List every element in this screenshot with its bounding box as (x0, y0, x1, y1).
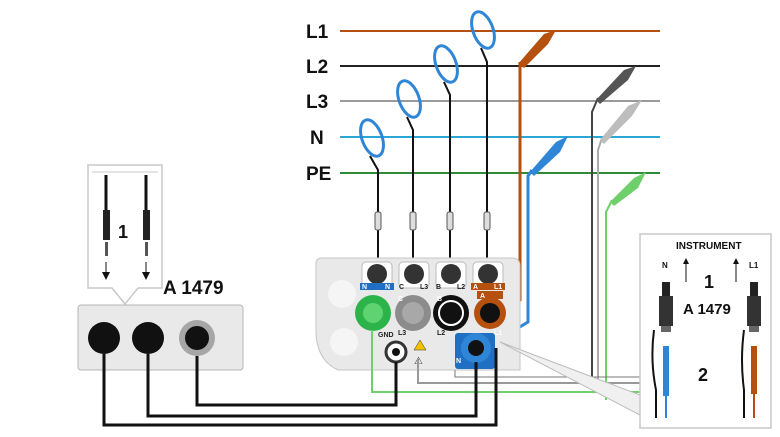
sleeve-n (374, 211, 382, 231)
clamp-cable-n (369, 155, 379, 268)
clamp-connector-sleeves (374, 211, 491, 231)
clip-n (530, 136, 568, 176)
bus-label-l3: L3 (306, 92, 328, 113)
voltage-terminal-c-inner (402, 302, 424, 324)
lead-l3-gray (597, 137, 603, 392)
current-input-l2[interactable]: B L2 (435, 261, 467, 291)
voltage-terminal-label-l2b: L2 (437, 330, 445, 337)
lead-l2-dark (591, 97, 599, 385)
cable-adapter-3 (195, 356, 398, 407)
detail-up-arrow-left-head (683, 258, 689, 264)
sleeve-l2 (446, 211, 454, 231)
return-line-gray (417, 360, 640, 384)
voltage-terminal-a-tag (477, 291, 503, 299)
bus-bars: L1 L2 L3 N PE (306, 22, 660, 185)
cable-adapter-1 (102, 348, 498, 427)
adapter-cables (102, 348, 498, 427)
clip-l3 (600, 100, 642, 144)
return-line-dark (454, 370, 640, 378)
current-clamps (359, 10, 496, 158)
lead-pe-green (605, 199, 613, 400)
panel-deco-circle-1 (328, 280, 356, 308)
sleeve-l3 (409, 211, 417, 231)
adapter-socket-2[interactable] (132, 322, 164, 354)
detail-left-label: N (662, 261, 668, 270)
voltage-terminal-label-n: N (456, 358, 461, 365)
clamp-cable-l2 (443, 81, 451, 268)
current-input-label-n: N (362, 284, 367, 291)
return-line-green (371, 330, 640, 393)
voltage-terminal-a-inner (480, 303, 500, 323)
detail-number-2: 2 (698, 365, 708, 385)
adapter-socket-3[interactable] (185, 326, 209, 350)
current-input-label-a: A (473, 284, 478, 291)
crocodile-clips (518, 30, 646, 206)
voltage-terminal-label-l1b: L1 (494, 330, 502, 337)
clamp-cable-l3 (406, 116, 414, 268)
voltage-terminal-label-b: B (437, 296, 442, 303)
detail-up-arrow-right-head (733, 258, 739, 264)
detail-probe-left (651, 282, 673, 418)
detail-probe-right (741, 282, 761, 418)
sleeve-l1 (483, 211, 491, 231)
bus-label-l2: L2 (306, 57, 328, 78)
detail-right-label: L1 (749, 261, 759, 270)
gnd-label: GND (378, 332, 394, 339)
voltage-terminal-gnd-inner (363, 303, 383, 323)
voltage-terminal-label-l3b: L3 (398, 330, 406, 337)
probe-left (102, 175, 110, 280)
current-input-l3[interactable]: C L3 (398, 261, 430, 291)
adapter-a1479: 1 A 1479 (77, 164, 244, 371)
adapter-name-label: A 1479 (163, 278, 224, 299)
current-input-label-l3: L3 (420, 284, 428, 291)
adapter-callout-number: 1 (118, 222, 128, 242)
panel-deco-circle-2 (330, 328, 358, 356)
bus-label-l1: L1 (306, 22, 329, 43)
instrument-panel: N N C L3 B L2 A L1 (315, 257, 521, 371)
clamp-coil-l3 (396, 79, 422, 119)
current-input-label-n2: N (385, 284, 390, 291)
detail-box-title: INSTRUMENT (676, 241, 742, 252)
current-input-label-b: B (436, 284, 441, 291)
clamp-coil-l1 (470, 10, 496, 50)
adapter-socket-1[interactable] (88, 322, 120, 354)
current-input-l1[interactable]: A L1 (471, 261, 505, 291)
clamp-cables (369, 47, 488, 268)
detail-number-1: 1 (704, 272, 714, 292)
clip-l1 (518, 30, 556, 68)
clip-l2 (596, 66, 636, 104)
clamp-coil-n (359, 118, 385, 158)
voltage-terminal-b-ring (438, 300, 464, 326)
detail-adapter-name: A 1479 (683, 301, 731, 318)
clip-pe (610, 172, 646, 206)
detail-callout-wedge (499, 341, 641, 416)
gnd-socket-core (392, 348, 400, 356)
voltage-terminal-label-a: A (480, 293, 485, 300)
cable-adapter-2 (146, 354, 478, 418)
warning-triangle-icon (413, 339, 427, 351)
bus-label-n: N (310, 128, 324, 149)
probe-right (142, 175, 150, 280)
clamp-cable-l1 (480, 47, 488, 268)
bus-label-pe: PE (306, 164, 331, 185)
current-input-label-l1: L1 (494, 284, 502, 291)
instrument-detail-box: INSTRUMENT N L1 1 A 1479 2 (639, 233, 772, 429)
voltage-terminal-n-inner (468, 340, 484, 356)
current-input-label-c: C (399, 284, 404, 291)
current-input-n[interactable]: N N (360, 261, 394, 291)
current-input-label-l2: L2 (457, 284, 465, 291)
clamp-coil-l2 (433, 44, 459, 84)
voltage-terminal-label-c: C (398, 296, 403, 303)
